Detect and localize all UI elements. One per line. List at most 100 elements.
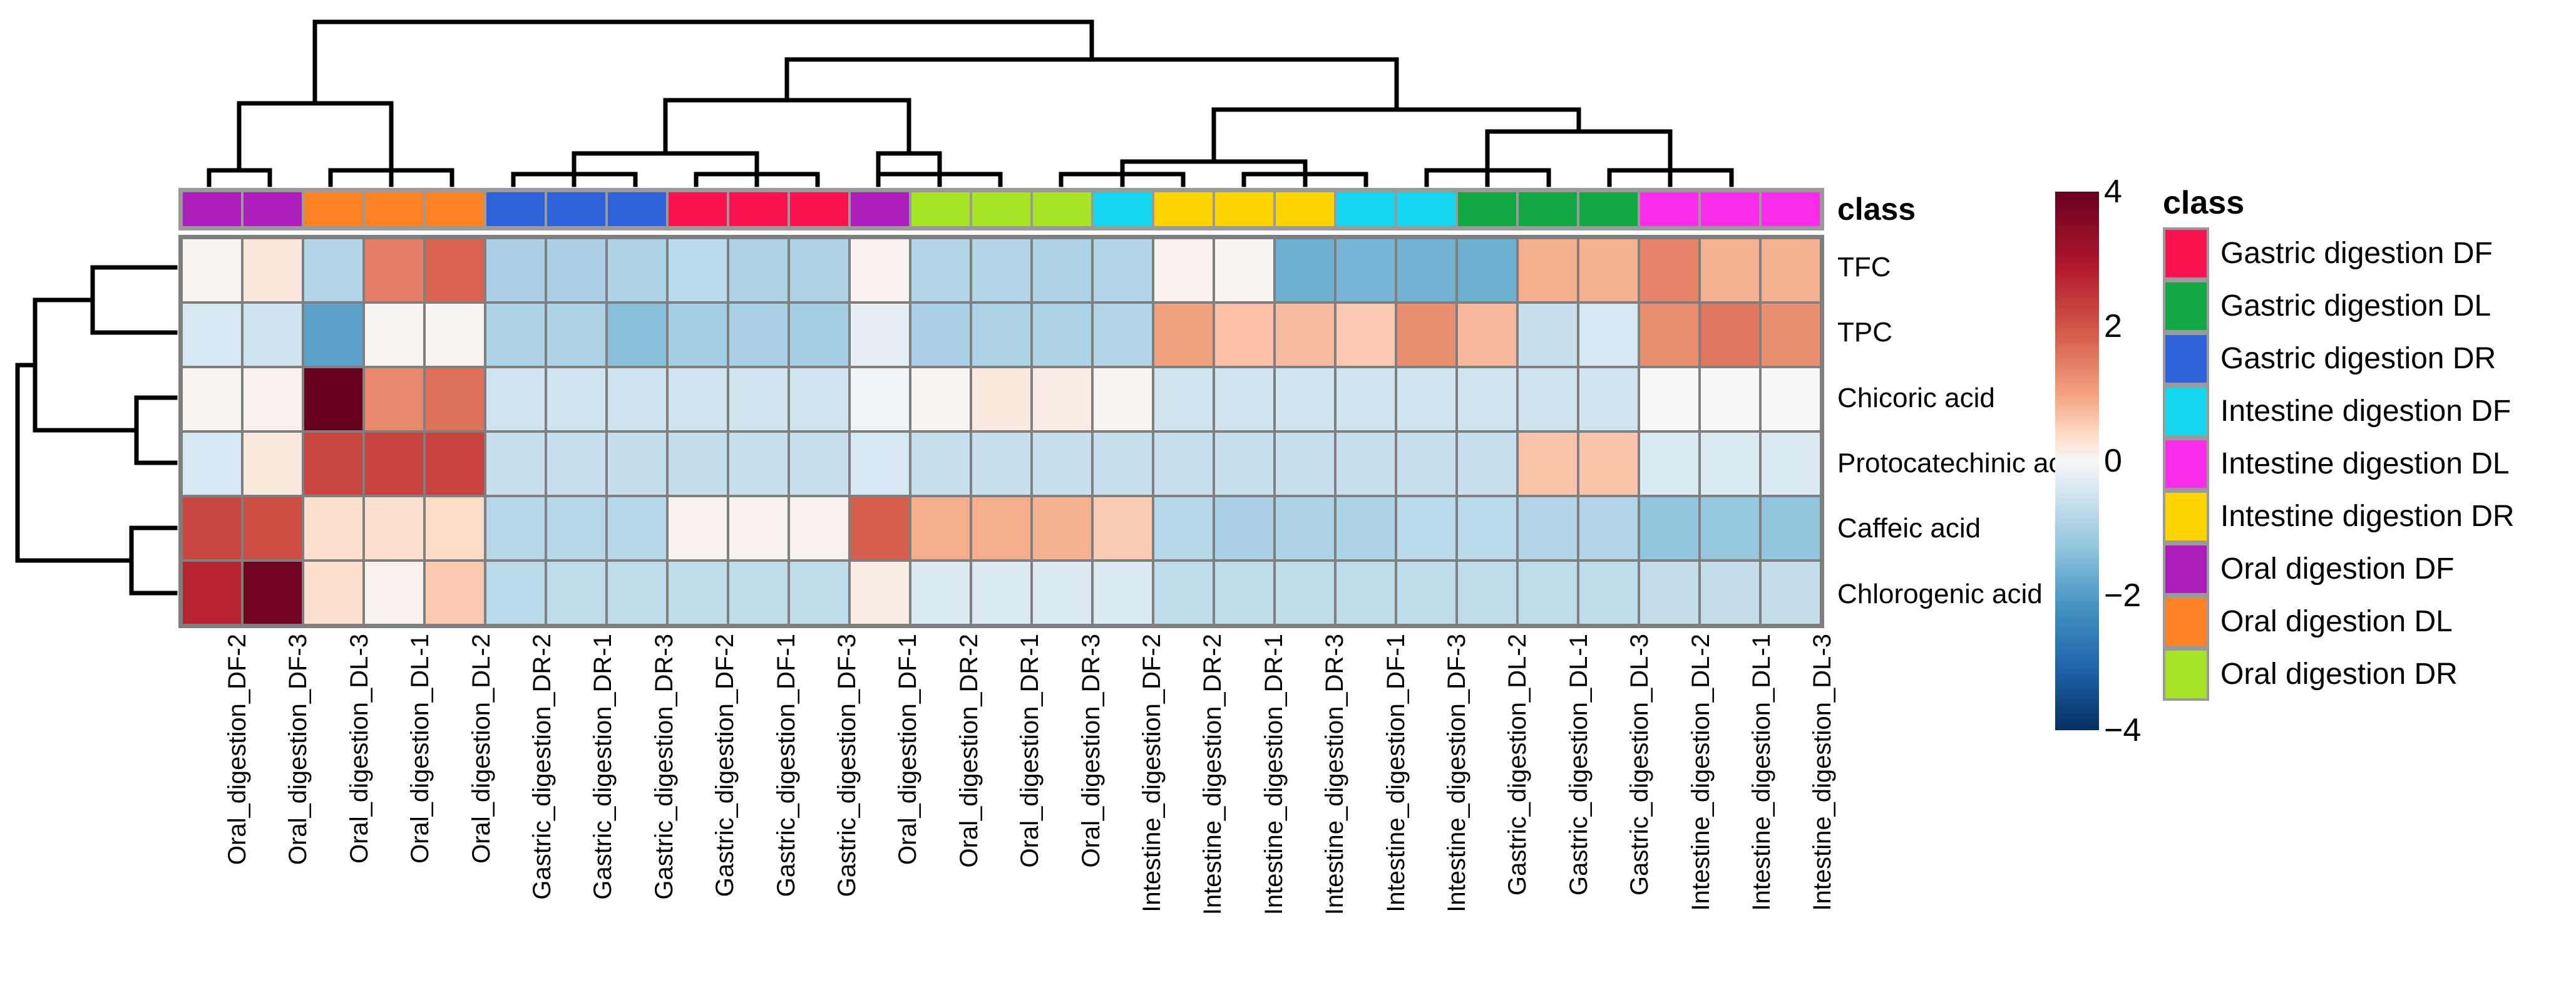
legend-item-label: Oral digestion DL: [2220, 605, 2453, 638]
class-annotation-cell: [424, 191, 485, 227]
class-annotation-cell: [1578, 191, 1639, 227]
heatmap-cell: [424, 431, 485, 496]
heatmap-cell: [667, 302, 728, 367]
legend-item[interactable]: Gastric digestion DL: [2163, 280, 2576, 333]
heatmap-cell: [1760, 238, 1821, 302]
heatmap-cell: [1396, 302, 1457, 367]
heatmap-cell: [1275, 238, 1335, 302]
heatmap-cell: [546, 561, 607, 625]
heatmap-cell: [849, 367, 910, 431]
heatmap-cell: [667, 367, 728, 431]
column-label: Intestine_digestion_DF-2: [1138, 634, 1166, 912]
heatmap-cell: [303, 238, 364, 302]
heatmap-cell: [303, 302, 364, 367]
heatmap-cell: [971, 302, 1032, 367]
heatmap-cell: [303, 367, 364, 431]
heatmap-cell: [1032, 431, 1092, 496]
heatmap-cell: [1457, 367, 1517, 431]
legend-item-label: Gastric digestion DL: [2220, 289, 2491, 323]
heatmap-cell: [1032, 367, 1092, 431]
heatmap-cell: [1092, 431, 1153, 496]
column-label: Intestine_digestion_DR-3: [1321, 634, 1349, 916]
class-annotation-cell: [849, 191, 910, 227]
legend-item-label: Gastric digestion DF: [2220, 237, 2493, 270]
heatmap-cell: [971, 238, 1032, 302]
heatmap-cell: [789, 431, 849, 496]
legend-item[interactable]: Intestine digestion DR: [2163, 490, 2576, 543]
legend-item[interactable]: Oral digestion DF: [2163, 543, 2576, 596]
heatmap-cell: [485, 496, 546, 561]
heatmap-cell: [182, 496, 242, 561]
heatmap-cell: [1275, 302, 1335, 367]
column-label: Oral_digestion_DL-1: [406, 634, 434, 864]
legend-item-label: Intestine digestion DL: [2220, 447, 2510, 480]
legend-color-swatch: [2163, 543, 2209, 596]
legend-item-label: Oral digestion DF: [2220, 552, 2455, 586]
heatmap-cell: [1275, 431, 1335, 496]
heatmap-cell: [1153, 431, 1214, 496]
heatmap-cell: [1457, 431, 1517, 496]
heatmap-cell: [1639, 302, 1700, 367]
heatmap-cell: [1517, 431, 1578, 496]
heatmap-cell: [971, 431, 1032, 496]
legend-item[interactable]: Gastric digestion DR: [2163, 333, 2576, 385]
heatmap-cell: [546, 431, 607, 496]
heatmap-cell: [1396, 367, 1457, 431]
heatmap-cell: [1032, 561, 1092, 625]
class-annotation-strip: [178, 188, 1824, 230]
legend-item[interactable]: Oral digestion DL: [2163, 596, 2576, 648]
legend-item[interactable]: Intestine digestion DL: [2163, 438, 2576, 490]
heatmap-cell: [789, 367, 849, 431]
legend-item[interactable]: Oral digestion DR: [2163, 648, 2576, 701]
heatmap-cell: [1639, 431, 1700, 496]
heatmap-cell: [971, 367, 1032, 431]
legend-color-swatch: [2163, 333, 2209, 385]
heatmap-cell: [242, 367, 303, 431]
heatmap-cell: [971, 496, 1032, 561]
heatmap-cell: [789, 238, 849, 302]
heatmap-cell: [242, 496, 303, 561]
column-label: Gastric_digestion_DL-1: [1564, 634, 1593, 896]
column-label: Intestine_digestion_DF-1: [1382, 634, 1410, 912]
heatmap-cell: [1214, 496, 1275, 561]
class-annotation-cell: [1335, 191, 1396, 227]
heatmap-cell: [424, 496, 485, 561]
heatmap-cell: [1578, 238, 1639, 302]
heatmap-cell: [1517, 238, 1578, 302]
heatmap-cell: [182, 431, 242, 496]
heatmap-cell: [667, 238, 728, 302]
class-legend: class Gastric digestion DF Gastric digest…: [2163, 185, 2576, 701]
class-annotation-cell: [1396, 191, 1457, 227]
column-label: Oral_digestion_DF-1: [894, 634, 922, 866]
heatmap-cell: [607, 561, 667, 625]
column-label: Gastric_digestion_DR-2: [528, 634, 556, 900]
heatmap-cell: [364, 238, 424, 302]
heatmap-cell: [1214, 431, 1275, 496]
heatmap-cell: [1578, 496, 1639, 561]
legend-title: class: [2163, 185, 2245, 221]
column-label: Intestine_digestion_DL-1: [1748, 634, 1775, 911]
legend-color-swatch: [2163, 438, 2209, 490]
heatmap-cell: [1457, 496, 1517, 561]
heatmap-cell: [789, 496, 849, 561]
heatmap-cell: [242, 302, 303, 367]
class-annotation-cell: [242, 191, 303, 227]
heatmap-cell: [485, 302, 546, 367]
legend-item[interactable]: Intestine digestion DF: [2163, 385, 2576, 438]
heatmap-cell: [485, 561, 546, 625]
column-label: Gastric_digestion_DL-2: [1504, 634, 1532, 896]
heatmap-cell: [1335, 238, 1396, 302]
heatmap-cell: [182, 238, 242, 302]
heatmap-cell: [1153, 561, 1214, 625]
column-label: Oral_digestion_DF-2: [223, 634, 251, 866]
heatmap-cell: [364, 496, 424, 561]
class-annotation-cell: [1700, 191, 1760, 227]
legend-item[interactable]: Gastric digestion DF: [2163, 227, 2576, 280]
heatmap-cell: [546, 302, 607, 367]
heatmap-cell: [1153, 367, 1214, 431]
class-strip-label: class: [1837, 192, 1916, 227]
column-label: Oral_digestion_DR-3: [1077, 634, 1105, 868]
heatmap-cell: [849, 302, 910, 367]
heatmap-cell: [1214, 367, 1275, 431]
